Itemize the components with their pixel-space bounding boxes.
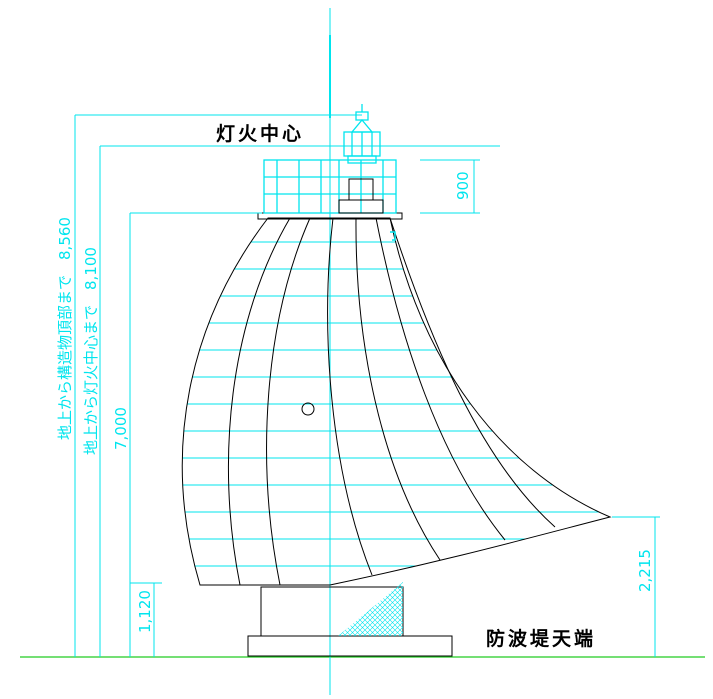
hull: [181, 217, 612, 586]
light-center-label: 灯火中心: [216, 122, 304, 145]
lantern: [343, 104, 381, 164]
drain-pipe: [390, 231, 396, 241]
dim-tip-height: 2,215: [636, 549, 654, 592]
dim-structure-top: 地上から構造物頂部まで 8,560: [56, 217, 74, 440]
dim-lantern-height: 900: [454, 171, 472, 200]
dim-base-height: 1,120: [136, 590, 154, 633]
breakwater-top-label: 防波堤天端: [486, 627, 596, 650]
lantern-base: [338, 178, 384, 214]
railing: [263, 159, 397, 214]
dim-light-center: 地上から灯火中心まで 8,100: [82, 247, 100, 455]
pedestal: [247, 582, 453, 657]
hull-grid: [182, 241, 610, 567]
porthole: [301, 402, 315, 416]
dim-body-height: 7,000: [112, 407, 130, 450]
